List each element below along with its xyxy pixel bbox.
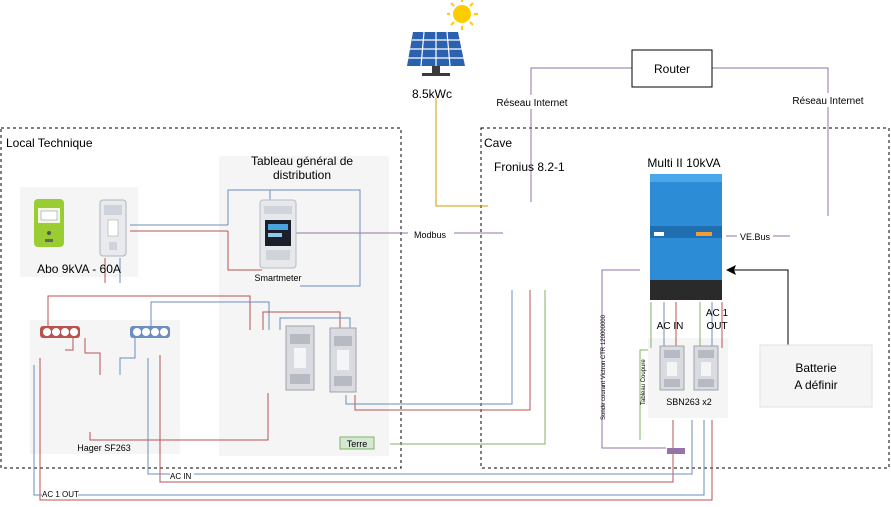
battery-arrow-line: [734, 269, 789, 345]
tableau-label-line1: Tableau général de: [251, 154, 353, 168]
breaker-top-red: [262, 311, 341, 330]
hager-background: [30, 320, 180, 454]
battery-label-line1: Batterie: [795, 361, 837, 375]
solar-dc-line: [435, 98, 488, 207]
victron-inverter-icon: [650, 174, 722, 300]
battery-box: [759, 344, 873, 408]
sbn-label: SBN263 x2: [666, 397, 712, 407]
hager-wire-red-2: [65, 338, 74, 351]
breaker-to-fronius-blue: [345, 290, 513, 405]
battery-label-line2: A définir: [794, 378, 837, 392]
router-label: Router: [654, 62, 690, 76]
tableau-wire-blue-a: [227, 189, 271, 225]
tableau-label-line2: distribution: [273, 168, 331, 182]
abo-label: Abo 9kVA - 60A: [37, 262, 121, 276]
breaker-icon-1: [285, 325, 315, 391]
cave-label: Cave: [484, 136, 512, 150]
ac-in-inverter-label: AC IN: [657, 321, 684, 332]
terre-label: Terre: [347, 439, 368, 449]
sbn-breaker-icon-2: [693, 345, 719, 391]
disjoncteur-icon: [99, 199, 127, 257]
busbar-red-feed: [47, 295, 251, 330]
internet-label-right: Réseau Internet: [792, 96, 863, 107]
ac1out-inverter-label-line2: OUT: [706, 321, 727, 332]
hager-wire-blue: [119, 338, 136, 375]
hager-to-breaker-red: [89, 393, 269, 441]
busbar-blue-feed: [150, 301, 270, 330]
solar-panel-icon: [407, 31, 465, 76]
ac1out-loop-blue: [33, 365, 705, 496]
earth-green: [390, 290, 546, 445]
local-technique-label: Local Technique: [6, 136, 93, 150]
smartmeter-label: Smartmeter: [254, 273, 301, 283]
sonde-label: Sonde courant Victron CTR 120000000: [601, 314, 607, 420]
sun-icon: [447, 0, 478, 30]
tableau-coupure-label: Tableau Coupure: [641, 359, 647, 405]
multi-label: Multi II 10kVA: [647, 156, 720, 170]
internet-label-left: Réseau Internet: [496, 98, 567, 109]
breaker-top-blue: [279, 317, 351, 330]
smartmeter-icon: [259, 199, 297, 269]
sonde-line: [601, 269, 666, 449]
solar-label: 8.5kWc: [412, 87, 452, 101]
terre-box: [339, 436, 375, 450]
cave-zone: [480, 127, 890, 469]
local-technique-zone: [0, 127, 402, 469]
tableau-wire-red-a: [227, 231, 262, 271]
modbus-label: Modbus: [414, 230, 447, 240]
busbar-red: [40, 326, 80, 338]
internet-line-left: [530, 67, 632, 202]
hager-label: Hager SF263: [77, 443, 131, 453]
sbn-earth-green: [639, 349, 648, 440]
internet-line-right: [712, 67, 829, 216]
router-box: [631, 49, 713, 88]
fronius-label: Fronius 8.2-1: [494, 160, 565, 174]
battery-arrow-head: [726, 265, 736, 275]
tableau-general-background: [219, 156, 389, 456]
ac1out-loop-red: [39, 358, 713, 501]
breaker-icon-2: [329, 327, 357, 393]
vebus-label: VE.Bus: [740, 232, 771, 242]
ac1out-inverter-label-line1: AC 1: [706, 308, 729, 319]
breaker-to-fronius-red: [354, 290, 531, 411]
sonde-clamp: [667, 448, 685, 454]
busbar-blue: [130, 326, 170, 338]
electricity-meter-icon: [34, 199, 64, 247]
ac-in-bottom-label: AC IN: [170, 472, 192, 481]
hager-wire-red: [84, 338, 101, 375]
ac1out-bottom-label: AC 1 OUT: [42, 490, 79, 499]
sbn-breaker-icon-1: [659, 345, 685, 391]
tableau-wire-blue-b: [270, 189, 361, 287]
ac-in-loop-blue: [147, 358, 693, 475]
